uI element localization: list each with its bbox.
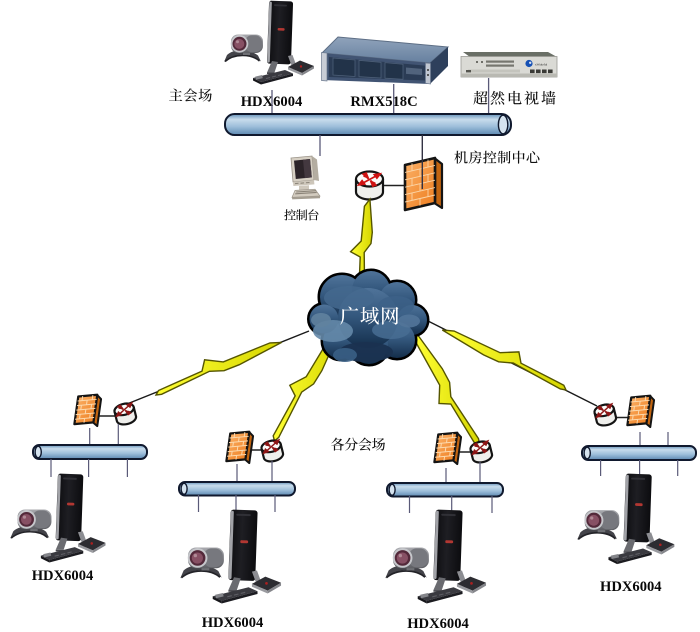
svg-text:HDX6004: HDX6004	[407, 616, 469, 632]
svg-text:xWakeful: xWakeful	[535, 63, 547, 67]
svg-text:HDX6004: HDX6004	[600, 579, 662, 595]
svg-text:HDX6004: HDX6004	[32, 568, 94, 584]
svg-text:RMX518C: RMX518C	[350, 94, 417, 110]
svg-text:HDX6004: HDX6004	[202, 615, 264, 631]
